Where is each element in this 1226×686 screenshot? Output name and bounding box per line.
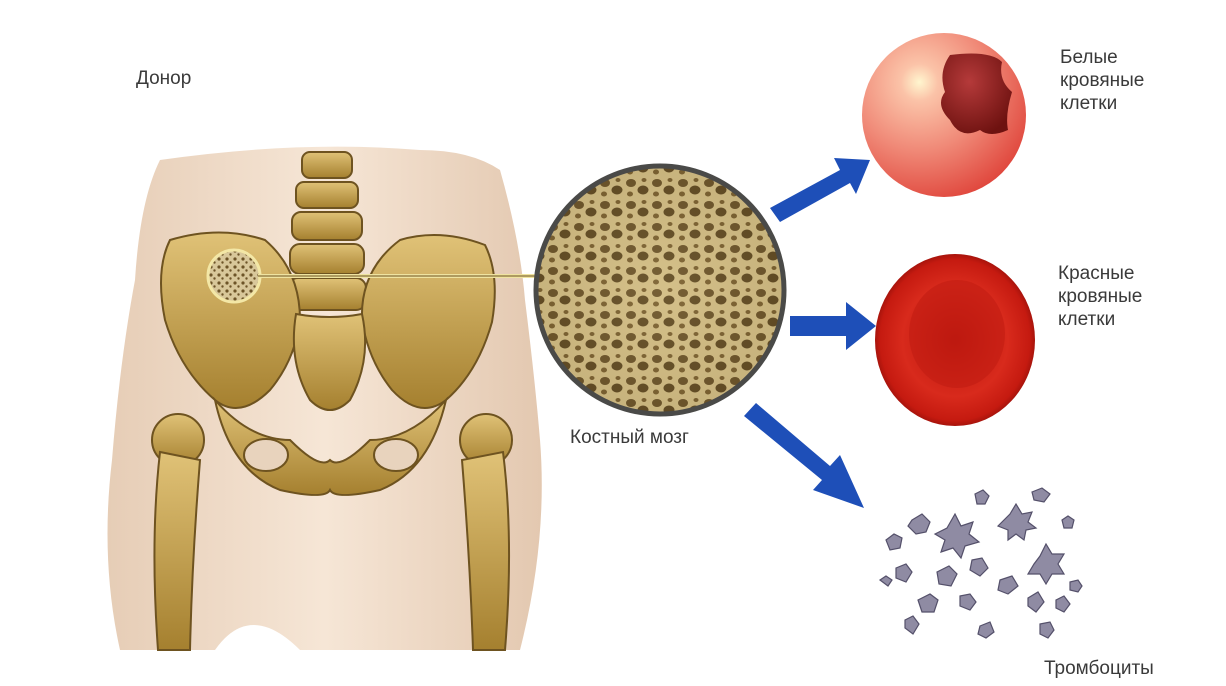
platelets-label: Тромбоциты: [1044, 657, 1154, 680]
red-cells-label-line: клетки: [1058, 308, 1142, 331]
white-cells-label: Белые кровяные клетки: [1060, 46, 1144, 115]
red-cells-label-line: кровяные: [1058, 285, 1142, 308]
platelets-cluster: [880, 488, 1082, 638]
white-cells-label-line: клетки: [1060, 92, 1144, 115]
arrow-to-platelets: [744, 403, 864, 508]
white-blood-cell: [862, 33, 1026, 197]
donor-label: Донор: [136, 67, 191, 90]
arrow-to-white-cells: [770, 158, 870, 222]
bone-marrow-label: Костный мозг: [570, 426, 689, 449]
white-cells-label-line: Белые: [1060, 46, 1144, 69]
red-cells-label: Красные кровяные клетки: [1058, 262, 1142, 331]
bone-marrow-magnified: [536, 166, 784, 414]
sample-site-marker: [208, 250, 260, 302]
red-cells-label-line: Красные: [1058, 262, 1142, 285]
red-blood-cell: [875, 254, 1035, 426]
white-cells-label-line: кровяные: [1060, 69, 1144, 92]
arrow-to-red-cells: [790, 302, 876, 350]
